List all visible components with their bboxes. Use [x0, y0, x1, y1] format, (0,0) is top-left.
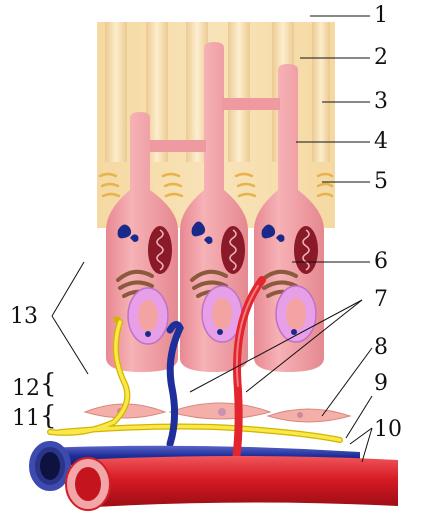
label-4: 4	[374, 129, 388, 154]
label-5: 5	[374, 169, 388, 194]
artery	[78, 456, 398, 508]
leader-lines	[51, 15, 373, 463]
label-6: 6	[374, 249, 388, 274]
ameloblast-cell-left	[106, 112, 178, 372]
label-13: 13	[10, 304, 38, 329]
ameloblast-cell-right	[254, 64, 324, 372]
label-3: 3	[374, 89, 388, 114]
label-7: 7	[374, 287, 388, 312]
ameloblast-cell-middle	[180, 42, 248, 372]
artery-capillary-highlight	[235, 285, 259, 387]
label-10: 10	[374, 417, 402, 442]
label-11: 11	[12, 406, 40, 431]
label-8: 8	[374, 335, 388, 360]
label-1: 1	[374, 3, 388, 28]
label-2: 2	[374, 45, 388, 70]
granule-layer	[98, 172, 334, 198]
label-9: 9	[374, 371, 388, 396]
label-12: 12	[12, 376, 40, 401]
brace-12: {	[40, 369, 57, 399]
vein-capillary	[166, 321, 184, 448]
brace-11: {	[40, 401, 57, 431]
cell-bridges	[150, 98, 280, 152]
